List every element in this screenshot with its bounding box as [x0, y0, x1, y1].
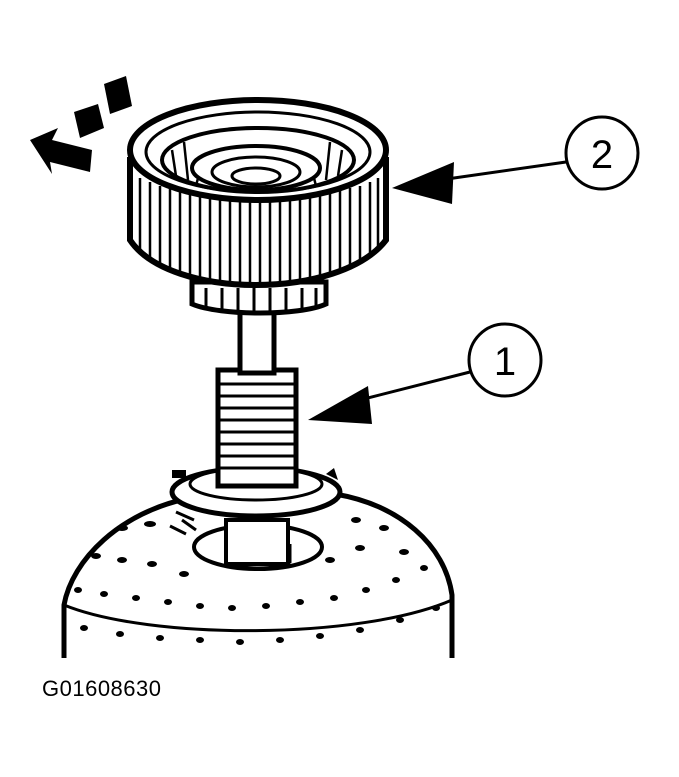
shaft-threads [220, 382, 294, 470]
drum-knurling [138, 178, 380, 284]
callout-2-number: 2 [591, 133, 613, 177]
callout-2: 2 [392, 115, 640, 204]
shaft [215, 302, 299, 566]
callout-1-arrowhead [308, 386, 372, 424]
callout-1: 1 [308, 322, 543, 424]
figure-id-code: G01608630 [42, 676, 162, 701]
callout-1-number: 1 [494, 340, 516, 384]
callout-2-arrowhead [392, 162, 454, 204]
housing-perforations [74, 517, 440, 645]
rotation-direction-arrow [30, 76, 132, 174]
drum [127, 97, 389, 316]
